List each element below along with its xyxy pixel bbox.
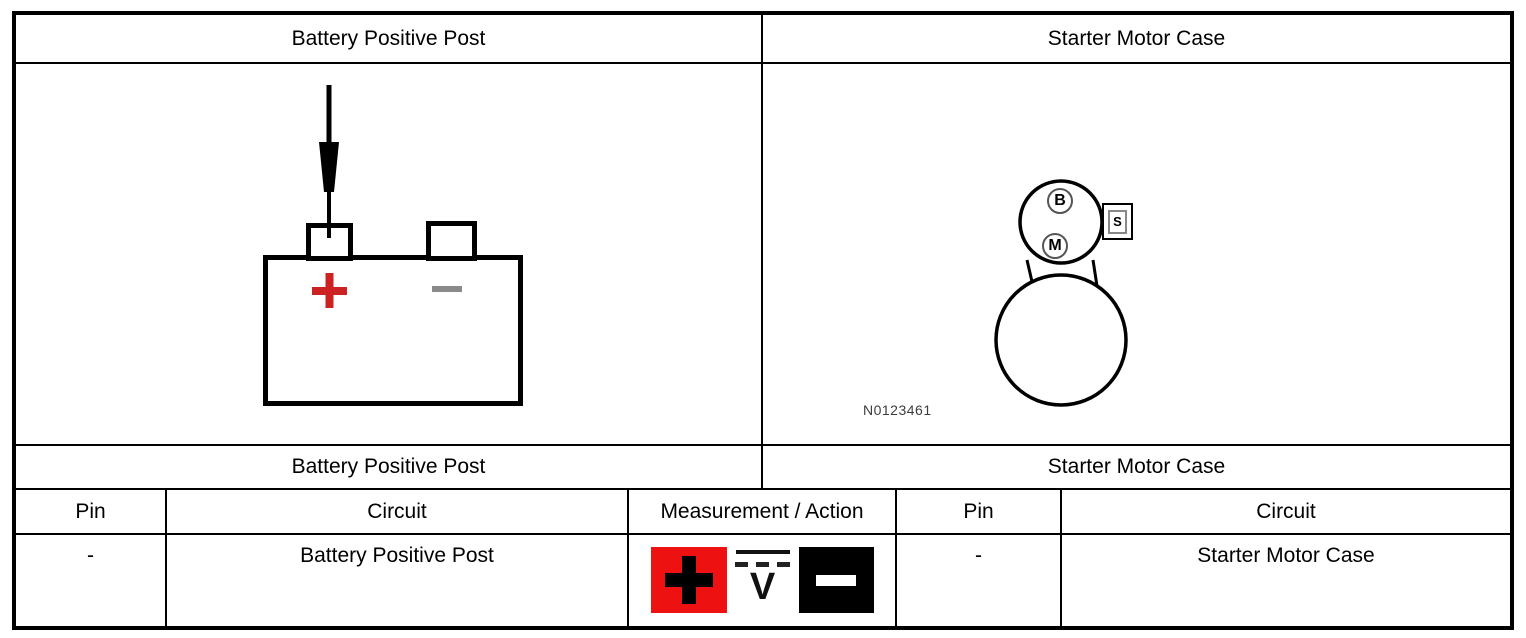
left-figure-title: Battery Positive Post — [16, 15, 763, 64]
right-figure-caption: Starter Motor Case — [763, 446, 1510, 490]
terminal-s-badge: S — [1108, 209, 1127, 234]
left-figure-caption: Battery Positive Post — [16, 446, 763, 490]
starter-motor-figure: B M S N0123461 — [763, 64, 1510, 446]
dc-dashed-line — [735, 562, 790, 567]
cell-pin-left: - — [16, 535, 167, 626]
battery-negative-terminal — [426, 221, 477, 261]
terminal-b-badge: B — [1047, 188, 1073, 214]
header-pin-left: Pin — [16, 490, 167, 535]
pinpoint-test-panel: Battery Positive Post Starter Motor Case — [12, 11, 1514, 630]
terminal-m-badge: M — [1042, 233, 1068, 259]
cell-circuit-right: Starter Motor Case — [1062, 535, 1510, 626]
test-probe-icon — [319, 142, 339, 192]
starter-motor-diagram — [994, 179, 1128, 407]
header-pin-right: Pin — [897, 490, 1062, 535]
plus-glyph-vertical — [681, 556, 696, 604]
voltmeter-positive-lead-icon — [650, 547, 727, 613]
terminal-s-box: S — [1102, 203, 1133, 240]
cell-measurement-action: V — [629, 535, 897, 626]
voltmeter-negative-lead-icon — [798, 547, 874, 613]
dc-volts-icon: V — [734, 547, 792, 613]
header-circuit-left: Circuit — [167, 490, 629, 535]
dc-solid-line — [735, 550, 790, 554]
right-figure-title: Starter Motor Case — [763, 15, 1510, 64]
cell-pin-right: - — [897, 535, 1062, 626]
battery-diagram — [263, 85, 523, 406]
figure-grid: Battery Positive Post Starter Motor Case — [16, 15, 1510, 490]
neck-line-right — [1091, 259, 1099, 287]
figure-id-label: N0123461 — [863, 402, 932, 418]
header-measurement-action: Measurement / Action — [629, 490, 897, 535]
battery-figure — [16, 64, 763, 446]
cell-circuit-left: Battery Positive Post — [167, 535, 629, 626]
minus-glyph — [815, 575, 856, 586]
header-circuit-right: Circuit — [1062, 490, 1510, 535]
motor-case-circle — [994, 273, 1128, 407]
battery-body — [263, 255, 523, 406]
volts-letter: V — [749, 566, 776, 608]
pin-circuit-table: Pin Circuit Measurement / Action Pin Cir… — [16, 490, 1510, 626]
